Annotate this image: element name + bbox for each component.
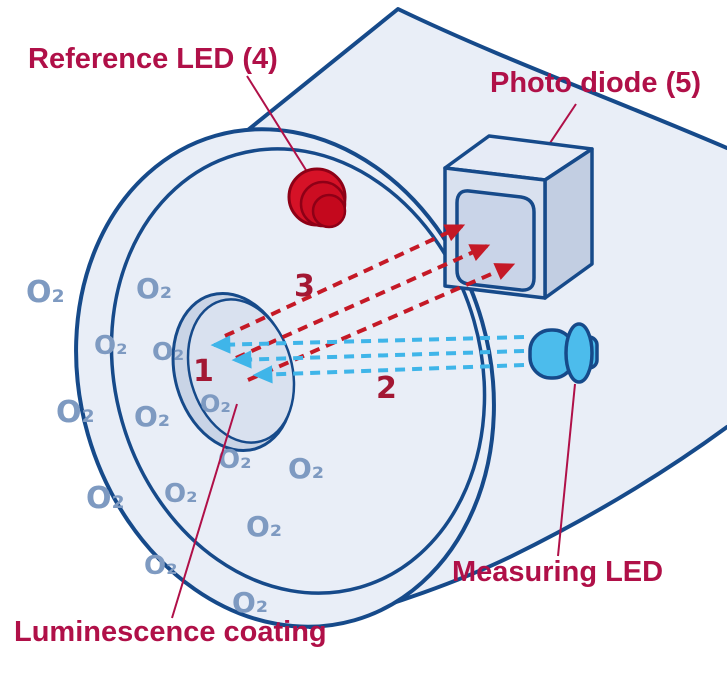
step-number-1: 1 [193, 354, 214, 389]
o2-molecule-label: O₂ [144, 551, 178, 581]
reference-led-label: Reference LED (4) [28, 43, 278, 75]
o2-molecule-label: O₂ [94, 331, 128, 361]
coating-spot-inner [186, 298, 296, 444]
reference-led [287, 167, 347, 229]
excitation-beam [252, 363, 525, 384]
o2-molecules: O₂ O₂ O₂ O₂ O₂ O₂ O₂ O₂ O₂ O₂ O₂ O₂ O₂ O… [26, 272, 324, 619]
o2-molecule-label: O₂ [136, 272, 172, 305]
photo-diode-lens [455, 189, 536, 292]
reference-led-pointer-line [246, 75, 317, 187]
emission-beam [247, 263, 516, 382]
emission-beam [224, 224, 466, 338]
step-number-3: 3 [294, 269, 315, 304]
o2-molecule-label: O₂ [164, 479, 198, 509]
o2-molecule-label: O₂ [232, 586, 268, 619]
cylinder-front-rim-inner [109, 147, 487, 595]
photo-diode-label: Photo diode (5) [490, 67, 701, 99]
o2-molecule-label: O₂ [288, 452, 324, 485]
measuring-led-label: Measuring LED [452, 556, 663, 588]
luminescence-coating-label: Luminescence coating [14, 616, 327, 648]
luminescence-coating-pointer-line [171, 403, 238, 619]
measuring-led-flange [564, 322, 594, 384]
diagram-labels: Reference LED (4) Photo diode (5) Measur… [14, 43, 701, 648]
measuring-led-pointer-line [557, 383, 576, 557]
measuring-led [528, 322, 599, 384]
excitation-beam [210, 335, 525, 354]
o2-molecule-label: O₂ [246, 510, 282, 543]
excitation-beam [231, 349, 525, 369]
emission-beams-red [224, 224, 516, 382]
o2-molecule-label: O₂ [56, 395, 95, 430]
o2-molecule-label: O₂ [200, 390, 231, 418]
o2-molecule-label: O₂ [86, 481, 125, 516]
photo-diode [443, 134, 594, 300]
o2-molecule-label: O₂ [134, 400, 170, 433]
reference-led-ring-inner [311, 193, 347, 229]
excitation-beams-blue [210, 335, 525, 384]
o2-molecule-label: O₂ [152, 337, 184, 366]
emission-beam [235, 244, 491, 360]
luminescence-coating-spot [171, 291, 296, 453]
o2-molecule-label: O₂ [26, 275, 65, 310]
step-number-2: 2 [376, 371, 397, 406]
cylinder-top-edge [236, 7, 727, 150]
